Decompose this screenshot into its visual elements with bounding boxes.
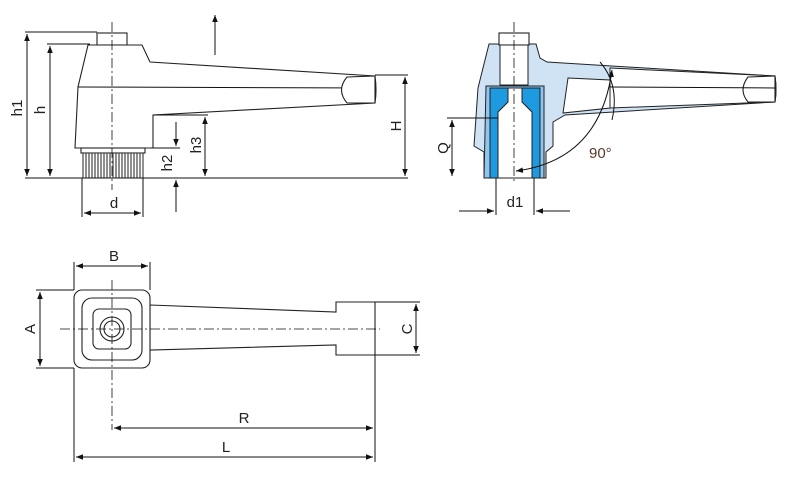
label-C: C [399, 323, 416, 334]
label-A: A [22, 324, 39, 334]
top-view: B A C R L [22, 248, 420, 462]
label-H: H [388, 121, 405, 132]
lever-body [74, 44, 377, 149]
serration [82, 152, 144, 179]
label-Q: Q [435, 142, 452, 154]
label-h3: h3 [188, 137, 205, 154]
label-angle: 90° [589, 145, 612, 162]
lever-tip [340, 75, 376, 104]
label-B: B [109, 248, 119, 265]
label-d: d [110, 195, 118, 212]
label-L: L [222, 439, 230, 456]
lever-arm-top [149, 301, 376, 356]
angle-arc [515, 69, 614, 173]
label-h: h [32, 106, 49, 114]
label-h1: h1 [9, 100, 26, 117]
label-h2: h2 [159, 155, 176, 172]
label-R: R [239, 410, 250, 427]
section-view: Q d1 90° [435, 22, 777, 215]
label-d1: d1 [507, 194, 524, 211]
side-view: h1 h h3 h2 H d [9, 15, 408, 217]
